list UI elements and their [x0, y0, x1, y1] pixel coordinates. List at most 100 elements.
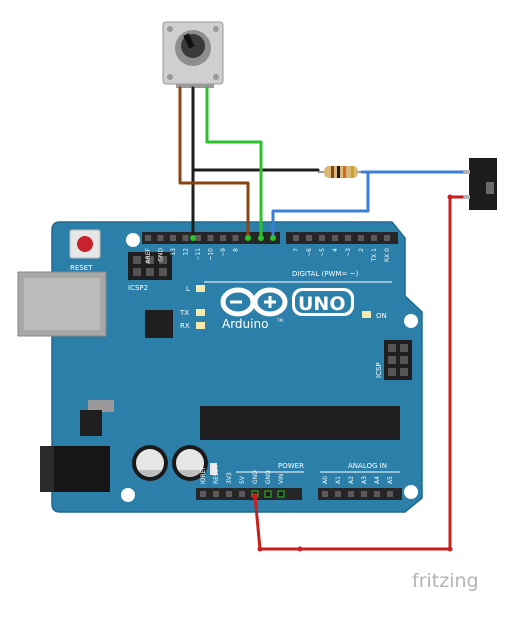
- capacitor: [172, 445, 208, 481]
- fritzing-watermark: fritzing: [412, 570, 479, 592]
- pin-label: A1: [335, 476, 342, 484]
- led-tx: [196, 309, 205, 316]
- brand-tm: TM: [276, 318, 283, 323]
- pin-label: ~11: [195, 248, 202, 261]
- uno-badge-inner: [295, 291, 351, 313]
- digital-pin-holes: [145, 235, 239, 241]
- pin-hole: [345, 235, 351, 241]
- pin-label: A4: [374, 476, 381, 484]
- wire-green-pin9: [205, 86, 263, 240]
- led-tx-label: TX: [179, 309, 189, 317]
- icsp2-label: ICSP2: [128, 284, 148, 292]
- potentiometer-hole: [167, 26, 173, 32]
- pin-hole: [374, 491, 380, 497]
- pin-hole: [371, 235, 377, 241]
- switch-lever: [486, 182, 494, 194]
- pin-hole: [182, 235, 189, 241]
- pin-label: A3: [361, 476, 368, 484]
- mount-hole: [126, 233, 140, 247]
- pin-label: A0: [322, 476, 329, 484]
- resistor: [318, 166, 362, 178]
- pin-label: ~6: [306, 248, 313, 257]
- capacitor: [132, 445, 168, 481]
- pin-hole: [264, 490, 272, 498]
- analog-label: ANALOG IN: [348, 462, 387, 470]
- pin-label: 4: [332, 248, 339, 252]
- pin-label: GND: [265, 470, 272, 484]
- wire-joints: [190, 194, 453, 552]
- analog-pin-holes: [322, 491, 393, 497]
- pin-hole: [277, 490, 285, 498]
- potentiometer: [162, 21, 224, 88]
- pin-label: 12: [183, 248, 190, 256]
- pin-label: 2: [358, 248, 365, 252]
- pin-hole: [195, 235, 201, 241]
- pin-hole: [226, 491, 232, 497]
- usb-connector-inner: [24, 278, 100, 330]
- pin-hole: [293, 235, 299, 241]
- pin-label: 3V3: [226, 472, 233, 484]
- pin-label: ~10: [208, 248, 215, 261]
- pin-hole: [232, 235, 239, 241]
- digital-header-right: [286, 232, 398, 244]
- led-l-label: L: [186, 285, 190, 293]
- pin-label: IOREF: [200, 466, 207, 484]
- smd-component: [210, 463, 217, 475]
- pin-hole: [358, 235, 364, 241]
- led-rx: [196, 322, 205, 329]
- pin-hole: [335, 491, 341, 497]
- pin-label: A2: [348, 476, 355, 484]
- knob-slot: [183, 33, 195, 49]
- pin-label: 13: [170, 248, 177, 256]
- pin-label: ~5: [319, 248, 326, 257]
- pin-hole: [145, 235, 151, 241]
- pin-hole: [157, 235, 164, 241]
- led-rx-label: RX: [180, 322, 190, 330]
- dc-power-jack-shell: [40, 446, 54, 492]
- pin-hole: [387, 491, 393, 497]
- pin-hole: [200, 491, 206, 497]
- pin-hole: [239, 491, 245, 497]
- switch-pin: [462, 170, 470, 174]
- slide-switch: [462, 158, 497, 210]
- pin-hole: [332, 235, 338, 241]
- analog-pin-labels: A0 A1 A2 A3 A4 A5: [322, 476, 394, 484]
- potentiometer-hole: [213, 74, 219, 80]
- icsp2-header: [128, 252, 172, 280]
- pin-label: AREF: [145, 247, 152, 263]
- on-label: ON: [376, 312, 387, 320]
- pin-hole: [306, 235, 312, 241]
- pin-label: 8: [233, 248, 240, 252]
- microcontroller-chip: [200, 406, 400, 440]
- pin-label: VIN: [278, 474, 285, 484]
- pin-hole: [322, 491, 328, 497]
- switch-pin: [462, 195, 470, 199]
- icsp-label: ICSP: [375, 362, 383, 378]
- arduino-logo-icon: [220, 287, 288, 317]
- led-l: [196, 285, 205, 292]
- icsp-header: [384, 340, 412, 380]
- pin-hole: [220, 235, 226, 241]
- power-label: POWER: [278, 462, 304, 470]
- pin-hole: [207, 235, 214, 241]
- wire-blue-pin8: [271, 170, 370, 240]
- pin-label: A5: [387, 476, 394, 484]
- pin-hole: [361, 491, 367, 497]
- mount-hole: [404, 314, 418, 328]
- pin-hole: [348, 491, 354, 497]
- pin-hole: [319, 235, 325, 241]
- pin-hole: [170, 235, 176, 241]
- pin-label: 5V: [239, 475, 246, 484]
- mount-hole: [404, 485, 418, 499]
- potentiometer-hole: [213, 26, 219, 32]
- pin-hole: [384, 235, 390, 241]
- led-on: [362, 311, 371, 318]
- pin-label: 7: [293, 248, 300, 252]
- reset-button-cap: [77, 236, 93, 252]
- pin-label: RESET: [213, 464, 220, 484]
- wire-brown-pin10: [178, 86, 250, 240]
